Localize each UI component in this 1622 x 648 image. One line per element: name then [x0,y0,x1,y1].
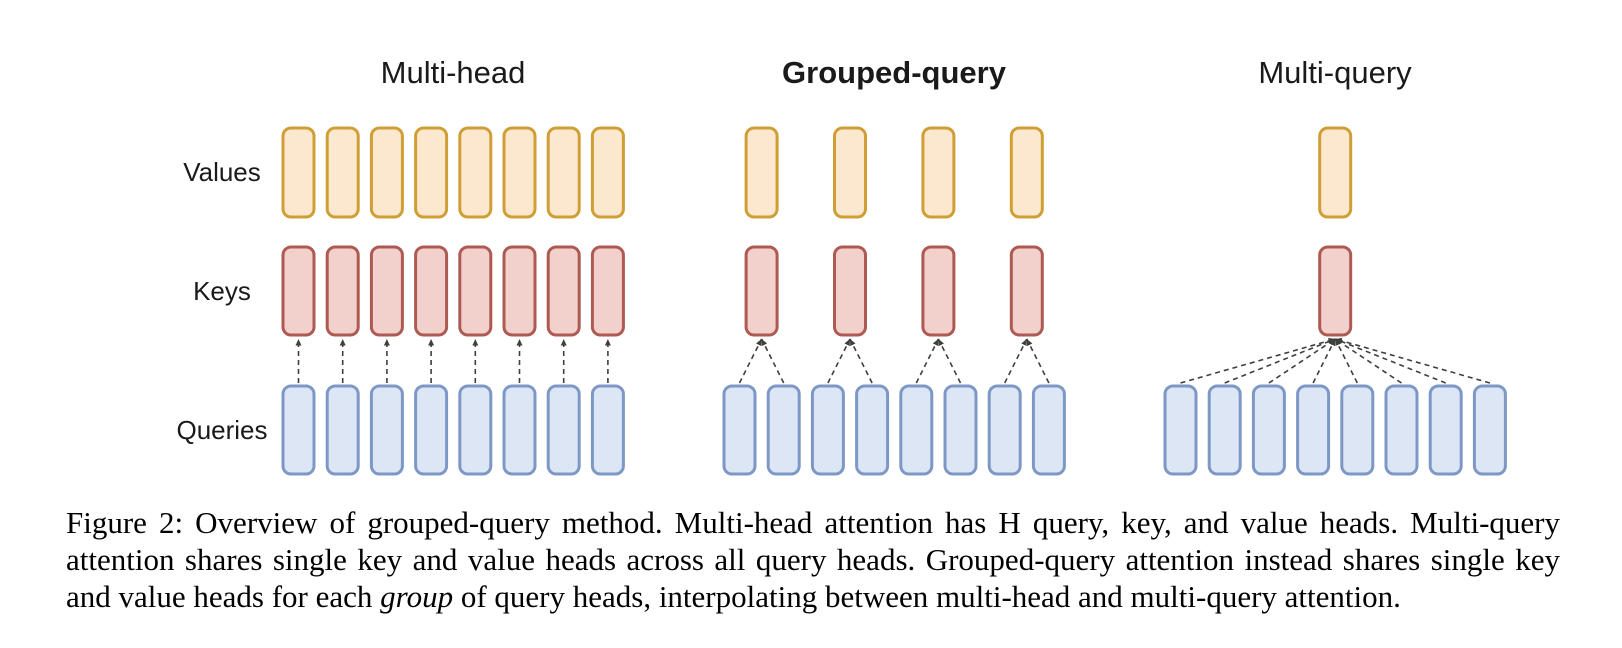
query-head [722,384,757,476]
query-head [1472,384,1507,476]
value-head [281,126,316,219]
panel-title-grouped-query: Grouped-query [782,55,1006,90]
figure-caption: Figure 2: Overview of grouped-query meth… [66,504,1560,615]
query-head [899,384,934,476]
key-head [502,245,537,337]
query-to-key-connector [1334,338,1402,384]
query-to-key-connector [849,338,873,384]
row-label-values: Values [183,157,261,187]
value-head [325,126,360,219]
query-to-key-connector [1003,338,1028,384]
query-head [369,384,404,476]
query-head [766,384,801,476]
query-to-key-connector [1334,338,1446,384]
value-head [590,126,625,219]
query-to-key-connector [937,338,962,384]
query-head [590,384,625,476]
value-head [369,126,404,219]
query-head [810,384,845,476]
key-head [833,245,867,337]
key-head [458,245,493,337]
row-label-queries: Queries [176,415,268,445]
query-head [1207,384,1242,476]
query-head [281,384,316,476]
key-head [590,245,625,337]
key-head [1318,245,1353,337]
panel-title-multi-head: Multi-head [380,55,526,90]
value-head [833,126,867,219]
query-head [546,384,581,476]
value-head [414,126,449,219]
query-head [1251,384,1286,476]
key-head [546,245,581,337]
panel-title-multi-query: Multi-query [1258,55,1412,90]
caption-text-before-italic: Overview of grouped-query method. Multi-… [66,505,1560,614]
key-head [369,245,404,337]
value-head [458,126,493,219]
query-head [458,384,493,476]
value-head [744,126,779,219]
key-head [744,245,779,337]
query-head [1031,384,1066,476]
query-to-key-connector [1224,338,1336,384]
value-head [502,126,537,219]
attention-heads-diagram [281,126,1507,476]
query-to-key-connector [760,338,785,384]
query-head [1296,384,1331,476]
query-head [325,384,360,476]
query-to-key-connector [827,338,851,384]
query-head [414,384,449,476]
query-head [1428,384,1463,476]
query-head [1163,384,1198,476]
query-to-key-connector [738,338,763,384]
query-to-key-connector [915,338,940,384]
query-head [855,384,890,476]
query-to-key-connector [1268,338,1336,384]
caption-label: Figure 2: [66,505,184,540]
query-head [943,384,978,476]
query-head [502,384,537,476]
caption-text-after-italic: of query heads, interpolating between mu… [453,579,1401,614]
value-head [1318,126,1353,219]
value-head [1009,126,1044,219]
query-to-key-connector [1026,338,1050,384]
key-head [921,245,956,337]
key-head [281,245,316,337]
query-head [1384,384,1419,476]
key-head [1009,245,1044,337]
query-head [987,384,1022,476]
value-head [546,126,581,219]
key-head [325,245,360,337]
query-head [1340,384,1375,476]
row-label-keys: Keys [193,276,251,306]
caption-italic-word: group [380,579,454,614]
query-to-key-connector [1180,337,1336,384]
query-to-key-connector [1334,337,1491,384]
key-head [414,245,449,337]
value-head [921,126,956,219]
